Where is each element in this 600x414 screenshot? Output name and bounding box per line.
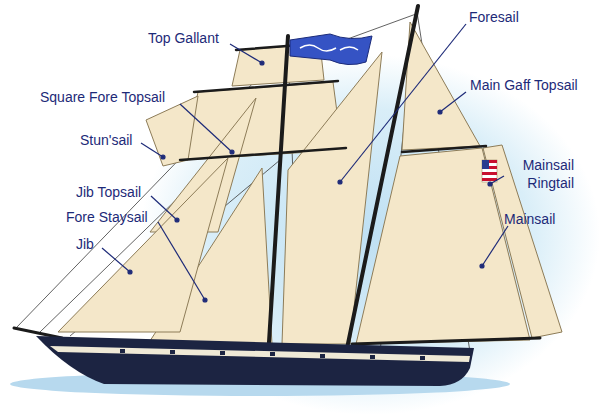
part-label: Jib Topsail xyxy=(76,183,141,201)
yard xyxy=(180,148,346,160)
leader-dot xyxy=(161,155,165,159)
gun-port xyxy=(370,355,375,359)
leader-dot xyxy=(338,180,342,184)
part-label: Mainsail xyxy=(504,210,555,228)
leader-dot xyxy=(230,150,234,154)
mainsail-ringtail xyxy=(483,145,562,338)
leader-line xyxy=(141,143,163,157)
spars xyxy=(14,6,540,358)
leader-dot xyxy=(128,270,132,274)
jib xyxy=(58,158,228,332)
flag-stripe xyxy=(482,172,497,175)
leader-dot xyxy=(438,110,442,114)
pennant-flag xyxy=(290,34,372,65)
pennant-pattern xyxy=(300,45,358,51)
part-label: Fore Staysail xyxy=(66,208,148,226)
part-label: Stun'sail xyxy=(80,131,132,149)
leader-line xyxy=(482,226,508,266)
leader-line xyxy=(440,92,466,112)
gun-port xyxy=(220,351,225,355)
part-label: Jib xyxy=(76,235,94,253)
main-gaff-topsail xyxy=(402,22,480,150)
flag-stripe xyxy=(482,178,497,181)
gun-port xyxy=(270,352,275,356)
part-label: Top Gallant xyxy=(148,29,219,47)
leader-dot xyxy=(260,61,264,65)
part-label: Main Gaff Topsail xyxy=(470,76,578,94)
part-label: Foresail xyxy=(469,8,519,26)
boom xyxy=(352,338,540,344)
part-label: Mainsail Ringtail xyxy=(500,156,574,192)
leader-line xyxy=(230,44,262,63)
gun-port xyxy=(170,350,175,354)
leader-line xyxy=(340,24,466,182)
gun-port xyxy=(120,349,125,353)
leader-dot xyxy=(488,182,492,186)
leader-line xyxy=(102,248,130,272)
leader-dot xyxy=(175,218,179,222)
hull xyxy=(36,336,474,386)
leader-dot xyxy=(480,264,484,268)
gun-port xyxy=(320,354,325,358)
flag-canton xyxy=(482,160,489,169)
gaff xyxy=(402,146,486,152)
flag-field xyxy=(482,160,497,182)
gun-port xyxy=(420,356,425,360)
gun-ports xyxy=(120,349,425,360)
stunsail xyxy=(146,96,198,166)
sails xyxy=(58,22,562,344)
leader-line xyxy=(180,104,232,152)
leader-line xyxy=(151,196,177,220)
leader-lines xyxy=(102,24,508,302)
yard xyxy=(194,81,338,92)
leader-dot xyxy=(203,298,207,302)
leader-line xyxy=(158,222,205,300)
part-label: Square Fore Topsail xyxy=(40,88,165,106)
hull-stripe xyxy=(50,346,470,362)
ensign-flag xyxy=(482,160,497,182)
